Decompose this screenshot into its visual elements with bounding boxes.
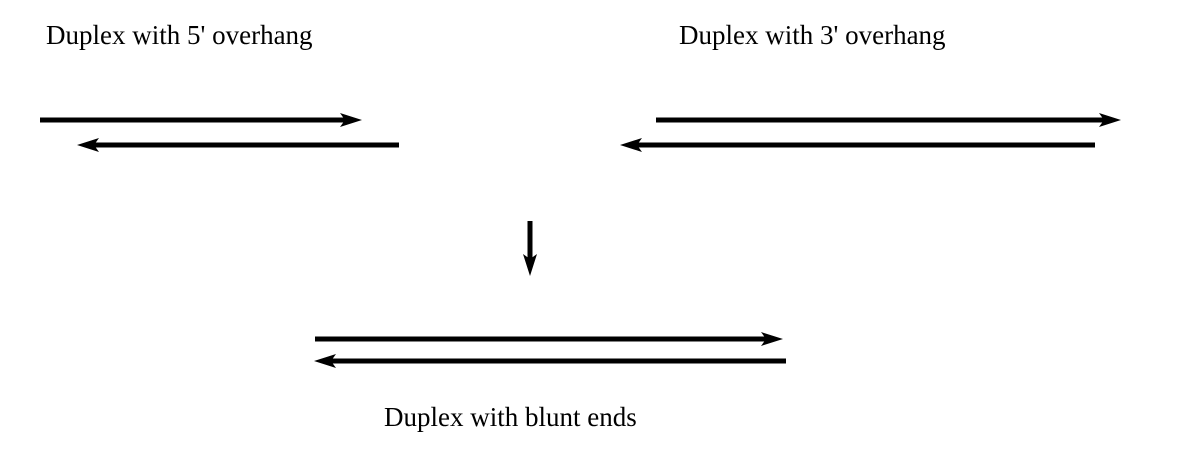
arrow-left-icon bbox=[77, 138, 399, 152]
arrow-left-icon bbox=[314, 354, 786, 368]
duplex-five-prime-overhang bbox=[40, 113, 399, 152]
duplex-three-prime-overhang bbox=[620, 113, 1121, 152]
arrow-left-icon bbox=[620, 138, 1095, 152]
label-five-prime-overhang: Duplex with 5' overhang bbox=[46, 20, 313, 50]
arrow-down-icon bbox=[523, 221, 537, 276]
arrow-right-icon bbox=[40, 113, 362, 127]
label-three-prime-overhang: Duplex with 3' overhang bbox=[679, 20, 946, 50]
arrow-right-icon bbox=[656, 113, 1121, 127]
duplex-blunt-ends bbox=[314, 332, 786, 368]
arrow-right-icon bbox=[315, 332, 783, 346]
label-blunt-ends: Duplex with blunt ends bbox=[384, 402, 637, 432]
